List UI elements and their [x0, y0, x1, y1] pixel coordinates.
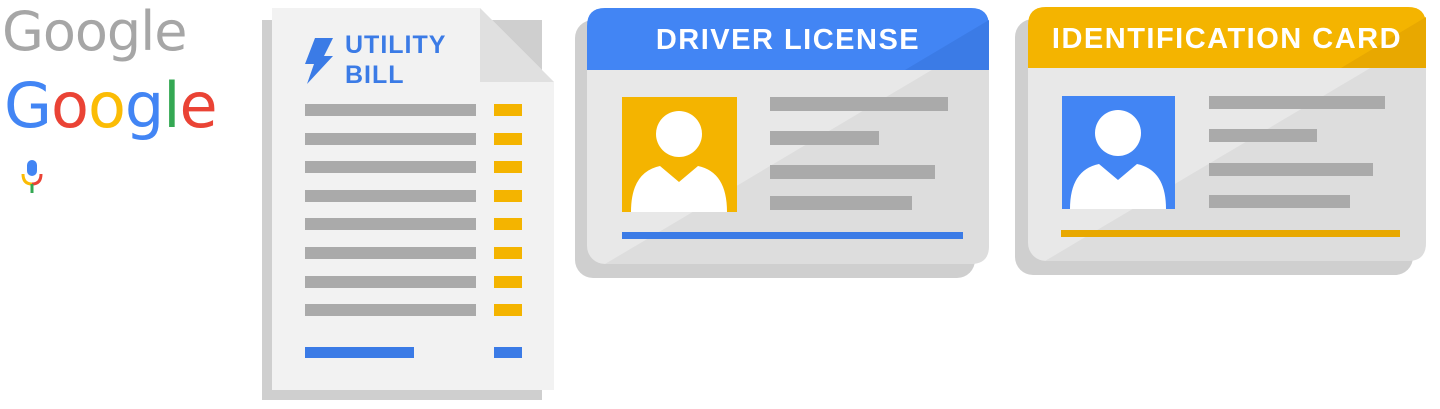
logo-letter: g: [124, 69, 164, 142]
utility-bill-title: UTILITY BILL: [345, 30, 446, 90]
utility-bill-title-line2: BILL: [345, 61, 405, 89]
microphone-icon: [21, 160, 43, 193]
logo-letter: e: [179, 69, 218, 142]
logo-letter: l: [163, 69, 180, 142]
logo-letter: G: [4, 69, 52, 142]
utility-bill-title-line1: UTILITY: [345, 31, 447, 59]
google-logo-color: Google: [4, 66, 218, 146]
identification-card-title: IDENTIFICATION CARD: [1051, 23, 1403, 55]
person-avatar-icon: [1070, 110, 1166, 209]
google-logo-gray: Google: [2, 0, 187, 68]
logo-gray-text: Google: [2, 0, 187, 63]
utility-bill-document: [262, 8, 554, 400]
person-avatar-icon: [631, 111, 727, 212]
logo-letter: o: [87, 69, 126, 142]
lightning-bolt-icon: [305, 38, 333, 84]
logo-letter: o: [51, 69, 89, 142]
driver-license-title: DRIVER LICENSE: [655, 24, 921, 56]
identification-card: [1015, 7, 1426, 275]
driver-license-card: [575, 8, 989, 278]
